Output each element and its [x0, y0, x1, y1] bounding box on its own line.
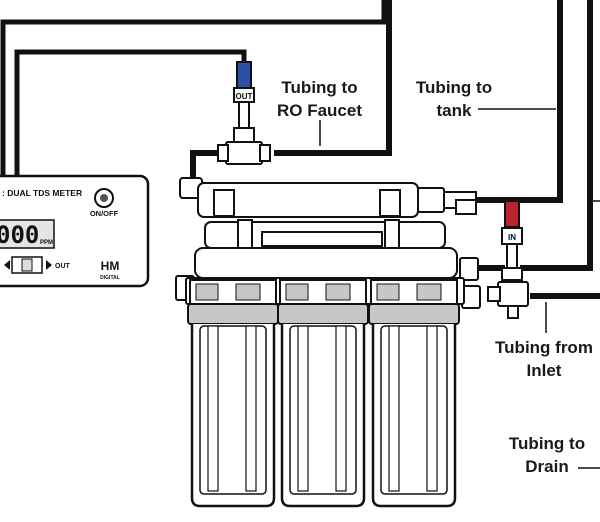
- lcd-display: [0, 219, 55, 249]
- housing-cap-window-left-2: [285, 283, 309, 301]
- label-drain: Tubing to Drain: [494, 432, 600, 478]
- tube-ro-faucet: [274, 0, 392, 156]
- housing-inner-1: [199, 325, 267, 495]
- housing-cap-window-right-3: [416, 283, 442, 301]
- label-drain-line1: Tubing to: [508, 434, 586, 453]
- housing-rib-3: [388, 325, 400, 492]
- leader-lines: [319, 108, 600, 469]
- housing-cap-window-left-1: [195, 283, 219, 301]
- label-inlet-line1: Tubing from: [495, 338, 593, 357]
- housing-ring-1: [187, 303, 279, 325]
- outlet-fitting: OUT: [217, 61, 271, 165]
- switch-right-arrow-icon: [46, 260, 52, 270]
- label-tank-line2: tank: [436, 101, 472, 120]
- brand-logo: HM: [101, 259, 120, 273]
- switch-knob: [21, 258, 33, 272]
- housing-rib-2: [297, 325, 309, 492]
- housing-cap-window-right-2: [325, 283, 351, 301]
- power-button-label: ON/OFF: [90, 209, 119, 218]
- housing-body-1: [190, 324, 276, 508]
- housing-ring-3: [368, 303, 460, 325]
- switch-left-arrow-icon: [4, 260, 10, 270]
- housing-inner-2: [289, 325, 357, 495]
- tube-faucet-down: [190, 150, 227, 178]
- label-tank-line1: Tubing to: [415, 78, 493, 97]
- housing-inner-3: [380, 325, 448, 495]
- label-tank: Tubing to tank: [404, 76, 504, 122]
- housing-cap-window-right-1: [235, 283, 261, 301]
- switch-label: OUT: [55, 263, 71, 270]
- lcd-unit: PPM: [40, 240, 53, 246]
- housing-body-2: [280, 324, 366, 508]
- housing-rib-right-3: [426, 325, 438, 492]
- tds-wire-outer: [0, 0, 387, 178]
- membrane-housing: [179, 177, 477, 253]
- tds-wire-inner: [14, 49, 247, 178]
- label-drain-line2: Drain: [525, 457, 569, 476]
- tds-meter-title: : DUAL TDS METER: [2, 188, 82, 198]
- filter-housings: [187, 279, 460, 508]
- label-inlet: Tubing from Inlet: [488, 336, 600, 382]
- brand-sub: DIGITAL: [100, 275, 120, 281]
- housing-rib-1: [207, 325, 219, 492]
- inlet-tag: IN: [508, 233, 516, 242]
- label-ro-faucet: Tubing to RO Faucet: [262, 76, 377, 122]
- tube-tank-return: [520, 0, 593, 271]
- label-inlet-line2: Inlet: [526, 361, 562, 380]
- label-ro-faucet-line2: RO Faucet: [276, 101, 363, 120]
- power-button-dot: [100, 194, 108, 202]
- housing-rib-right-1: [245, 325, 257, 492]
- tds-meter: : DUAL TDS METER ON/OFF 000 PPM OUT HM D…: [0, 174, 150, 288]
- housing-ring-2: [277, 303, 369, 325]
- lcd-value: 000: [0, 221, 39, 249]
- label-ro-faucet-line1: Tubing to: [281, 78, 358, 97]
- housing-body-3: [371, 324, 457, 508]
- outlet-tag: OUT: [236, 92, 253, 101]
- inlet-fitting: IN: [487, 200, 529, 319]
- housing-cap-window-left-3: [376, 283, 400, 301]
- housing-rib-right-2: [335, 325, 347, 492]
